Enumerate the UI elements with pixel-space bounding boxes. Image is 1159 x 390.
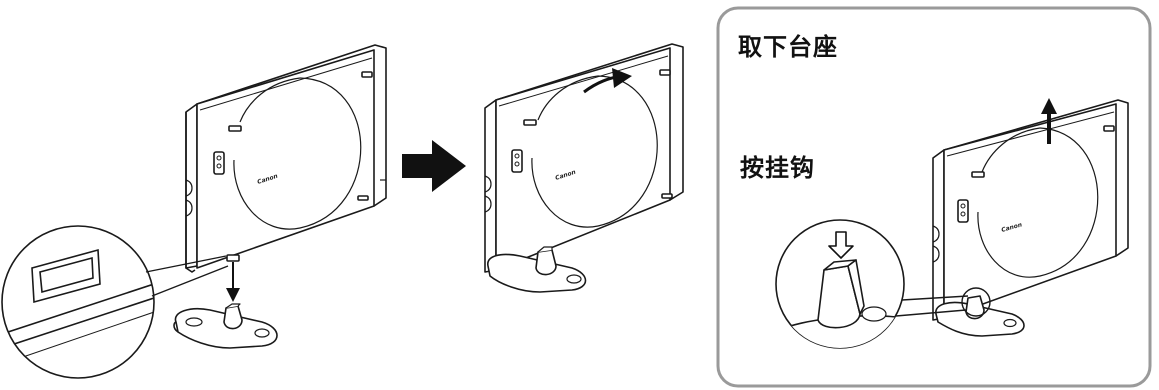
curved-arrow-icon bbox=[583, 68, 632, 94]
panel-title: 取下台座 bbox=[738, 33, 838, 61]
arrow-right-icon bbox=[402, 140, 466, 192]
removal-panel bbox=[716, 6, 1152, 388]
outline-arrow-down-icon bbox=[828, 231, 854, 259]
scanner-figure-1 bbox=[185, 44, 387, 273]
zoom-callout-2 bbox=[775, 219, 969, 349]
step-label: 按挂钩 bbox=[740, 154, 815, 182]
zoom-callout-1 bbox=[1, 225, 229, 379]
scanner-figure-2 bbox=[484, 43, 684, 273]
scanner-figure-3 bbox=[932, 99, 1129, 321]
arrow-up-icon bbox=[1041, 98, 1057, 144]
stand-figure-2 bbox=[487, 246, 587, 293]
arrow-down-icon bbox=[226, 262, 240, 302]
hook-highlight-circle bbox=[961, 287, 991, 317]
stand-figure-1 bbox=[173, 303, 278, 349]
